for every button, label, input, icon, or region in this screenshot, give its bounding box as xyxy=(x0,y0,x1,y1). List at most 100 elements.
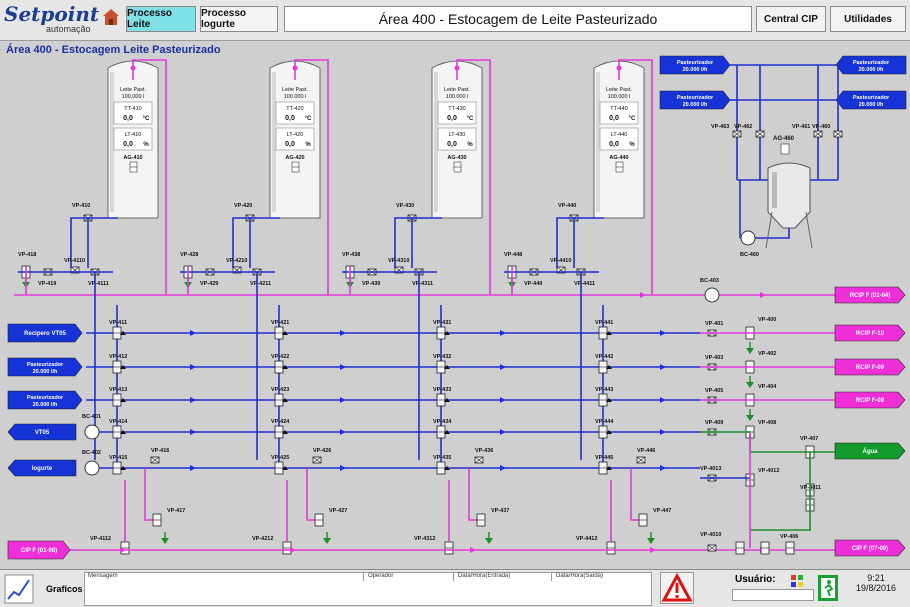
valve-label: VP-4012 xyxy=(758,468,779,474)
valve-label: VP-421 xyxy=(271,320,289,326)
pipe-water-line xyxy=(750,452,811,531)
valve-indicator-icon xyxy=(282,430,288,434)
agitator-tag: AG-440 xyxy=(609,155,628,161)
user-login-icon[interactable] xyxy=(790,574,804,588)
home-icon[interactable] xyxy=(102,8,120,26)
input-tag[interactable] xyxy=(7,357,83,377)
valve-label: VP-407 xyxy=(800,436,818,442)
tank-leg xyxy=(765,211,773,249)
exit-icon[interactable] xyxy=(818,575,838,601)
output-tag[interactable] xyxy=(834,539,906,557)
valve-label: VP-4310 xyxy=(388,258,409,264)
valve-label: VP-402 xyxy=(758,351,776,357)
lt-tag: LT-420 xyxy=(287,132,304,138)
drain-arrow-icon xyxy=(323,538,331,544)
valve-indicator-icon xyxy=(282,398,288,402)
temperature-value: 0,0 xyxy=(285,115,295,122)
output-tag[interactable] xyxy=(834,442,906,460)
setpoint-logo: Setpoint automação xyxy=(4,2,124,36)
valve-label: VP-462 xyxy=(734,124,752,130)
user-field xyxy=(732,589,814,601)
output-tag[interactable] xyxy=(834,358,906,376)
agitator-tag: AG-430 xyxy=(447,155,466,161)
clock: 9:21 19/8/2016 xyxy=(846,573,906,603)
output-tag[interactable] xyxy=(7,423,77,441)
pasteurizer-tag[interactable] xyxy=(835,55,907,75)
level-unit: % xyxy=(467,142,473,148)
ag460-agitator-icon[interactable] xyxy=(780,143,790,155)
valve-label: VP-4210 xyxy=(226,258,247,264)
valve-label: VP-414 xyxy=(109,419,128,425)
output-tag[interactable] xyxy=(7,459,77,477)
temperature-unit: °C xyxy=(467,116,474,122)
pipe-cip-spray xyxy=(294,59,329,295)
valve-label: VP-4411 xyxy=(574,281,595,287)
flow-tag-label: Pasteurizador xyxy=(677,95,714,101)
valve-label: VP-427 xyxy=(329,508,347,514)
tank-capacity: 100.000 l xyxy=(122,94,145,100)
valve-indicator-icon xyxy=(444,365,450,369)
pump-icon[interactable] xyxy=(704,287,720,303)
chart-icon xyxy=(4,574,34,604)
valve-label: VP-437 xyxy=(491,508,509,514)
flow-arrow-icon xyxy=(340,429,346,435)
valve-indicator-icon xyxy=(444,430,450,434)
valve-label: VP-434 xyxy=(433,419,452,425)
pump-icon[interactable] xyxy=(84,460,100,476)
pipe-cip-spray xyxy=(618,59,653,295)
flow-tag-label: RCIP F-09 xyxy=(856,398,885,404)
output-tag[interactable] xyxy=(834,391,906,409)
tank-capacity: 100.000 l xyxy=(608,94,631,100)
valve-label: VP-404 xyxy=(758,384,777,390)
alarm-warning-icon[interactable] xyxy=(660,572,694,604)
flow-arrow-icon xyxy=(190,465,196,471)
tank-name: Leite Past. xyxy=(444,87,470,93)
temperature-display xyxy=(437,101,477,125)
pasteurizer-tag[interactable] xyxy=(835,90,907,110)
pasteurizer-tag[interactable] xyxy=(659,55,731,75)
pump-icon[interactable] xyxy=(740,230,756,246)
central-cip-button[interactable]: Central CIP xyxy=(756,6,826,32)
valve-label: VP-431 xyxy=(433,320,451,326)
bottom-bar: Graficos Mensagem Operador Data/Hora(Ent… xyxy=(0,569,910,607)
tab-processo-leite[interactable]: Processo Leite xyxy=(126,6,196,32)
output-tag[interactable] xyxy=(834,324,906,342)
valve-label: VP-438 xyxy=(342,252,360,258)
pipe-cip-supply xyxy=(306,468,319,521)
input-tag[interactable] xyxy=(7,390,83,410)
pasteurizer-tag[interactable] xyxy=(659,90,731,110)
valve-body-icon xyxy=(636,456,646,464)
cip-supply-tag[interactable] xyxy=(7,540,71,560)
output-tag[interactable] xyxy=(834,286,906,304)
valve-label: VP-4410 xyxy=(550,258,571,264)
pipe-tank-outlet xyxy=(556,217,604,268)
pump-label: BC-403 xyxy=(700,278,719,284)
valve-label: VP-4311 xyxy=(412,281,433,287)
graficos-button[interactable]: Graficos xyxy=(4,574,83,604)
flow-tag-label: Iogurte xyxy=(32,466,53,472)
pump-icon[interactable] xyxy=(84,424,100,440)
input-tag[interactable] xyxy=(7,323,83,343)
tank-name: Leite Past. xyxy=(282,87,308,93)
flow-tag-label: Recipero VT05 xyxy=(24,331,66,337)
valve-label: VP-400 xyxy=(758,317,776,323)
tab-processo-iogurte[interactable]: Processo Iogurte xyxy=(200,6,278,32)
valve-label: VP-4212 xyxy=(252,536,273,542)
valve-body-icon xyxy=(833,130,843,138)
flow-arrow-icon xyxy=(660,397,666,403)
level-display xyxy=(275,127,315,151)
pipe-cip-spray xyxy=(456,59,491,295)
valve-indicator-icon xyxy=(606,430,612,434)
flow-tag-label: Pasteurizador xyxy=(853,95,890,101)
valve-label: VP-433 xyxy=(433,387,451,393)
valve-indicator-icon xyxy=(120,430,126,434)
valve-body-icon xyxy=(312,456,322,464)
valve-label: VP-408 xyxy=(758,420,776,426)
valve-label: VP-446 xyxy=(637,448,655,454)
message-panel[interactable]: Mensagem Operador Data/Hora(Entrada) Dat… xyxy=(84,572,652,606)
flow-arrow-icon xyxy=(660,465,666,471)
utilidades-button[interactable]: Utilidades xyxy=(830,6,906,32)
valve-label: VP-443 xyxy=(595,387,613,393)
pump-label: BC-402 xyxy=(82,450,101,456)
tank-shadow xyxy=(596,72,600,212)
